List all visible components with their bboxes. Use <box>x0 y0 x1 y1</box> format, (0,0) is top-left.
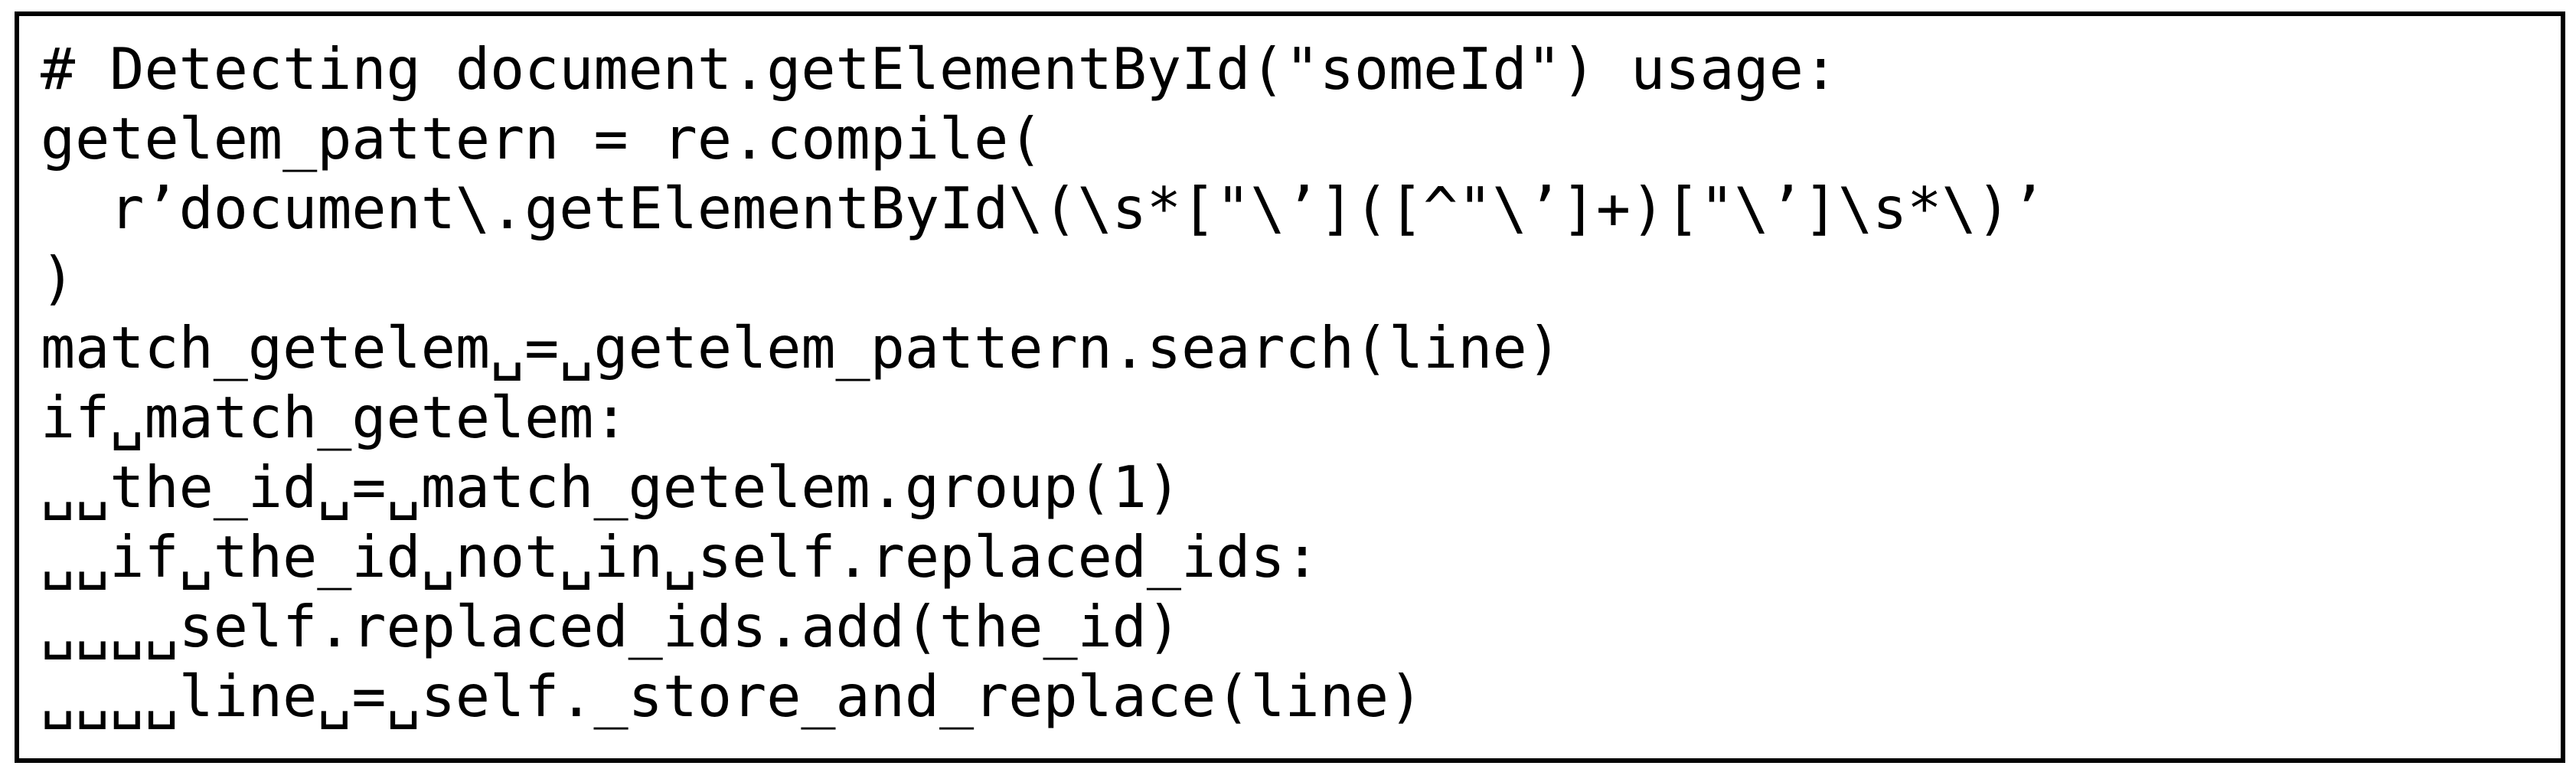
code-listing: # Detecting document.getElementById("som… <box>41 34 2553 731</box>
code-line: ␣␣␣␣self.replaced_ids.add(the_id) <box>41 593 1182 660</box>
code-line: r’document\.getElementById\(\s*["\’]([^"… <box>41 175 2045 242</box>
code-line: # Detecting document.getElementById("som… <box>41 35 1838 103</box>
code-line: ␣␣␣␣line␣=␣self._store_and_replace(line) <box>41 663 1424 730</box>
code-line: getelem_pattern = re.compile( <box>41 105 1043 172</box>
code-line: ) <box>41 244 76 312</box>
code-line: match_getelem␣=␣getelem_pattern.search(l… <box>41 314 1562 381</box>
code-line: if␣match_getelem: <box>41 384 628 451</box>
code-line: ␣␣the_id␣=␣match_getelem.group(1) <box>41 453 1182 521</box>
code-line: ␣␣if␣the_id␣not␣in␣self.replaced_ids: <box>41 523 1320 591</box>
code-listing-frame: # Detecting document.getElementById("som… <box>15 11 2565 763</box>
